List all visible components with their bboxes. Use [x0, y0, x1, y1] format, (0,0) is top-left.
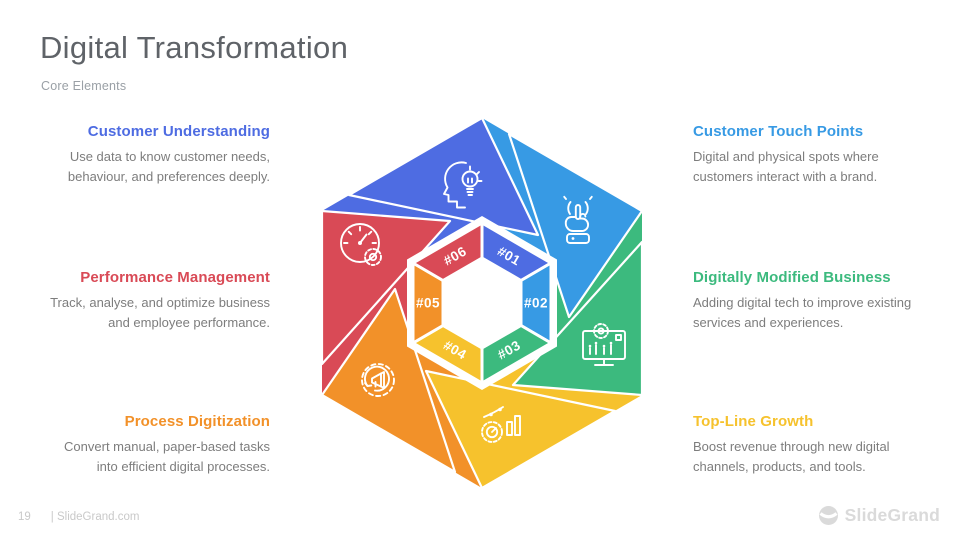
element-desc-line: services and experiences. [693, 314, 844, 330]
footer-site: | SlideGrand.com [50, 511, 140, 523]
head-idea-icon [443, 161, 483, 209]
page-number: 19 [18, 511, 31, 523]
element-desc-line: Adding digital tech to improve existing [693, 295, 912, 310]
element-title: Customer Understanding [87, 123, 270, 140]
element-title: Process Digitization [124, 413, 270, 430]
ring-label-02: #02 [524, 296, 548, 311]
element-desc-line: Digital and physical spots where [693, 149, 879, 164]
flap-digitally-modified-business [511, 240, 644, 397]
element-desc-line: into efficient digital processes. [96, 458, 270, 474]
element-desc-line: and employee performance. [108, 314, 270, 330]
flap-customer-understanding [347, 116, 540, 237]
element-block-performance-management: Performance Management Track, analyse, a… [30, 269, 270, 332]
element-desc-line: customers interact with a brand. [693, 168, 878, 184]
element-block-customer-understanding: Customer Understanding Use data to know … [30, 123, 270, 186]
brand-globe-icon [818, 506, 838, 525]
flap-customer-touch-points [507, 132, 644, 319]
element-title: Customer Touch Points [693, 123, 864, 140]
gear-megaphone-icon [361, 363, 395, 397]
ring-label-05: #05 [416, 296, 440, 311]
element-block-customer-touch-points: Customer Touch Points Digital and physic… [693, 123, 943, 186]
element-desc-line: behaviour, and preferences deeply. [67, 168, 270, 184]
growth-gauge-icon [481, 406, 521, 443]
element-block-digitally-modified-business: Digitally Modified Business Adding digit… [693, 269, 943, 332]
element-desc-line: Boost revenue through new digital [693, 439, 890, 454]
element-block-process-digitization: Process Digitization Convert manual, pap… [30, 413, 270, 476]
element-desc-line: Use data to know customer needs, [69, 149, 270, 164]
element-block-top-line-growth: Top-Line Growth Boost revenue through ne… [693, 413, 943, 476]
element-desc-line: channels, products, and tools. [693, 458, 866, 474]
ring-inner-hole [443, 258, 521, 348]
speedometer-icon [340, 223, 382, 266]
page-title: Digital Transformation [40, 30, 349, 65]
element-title: Top-Line Growth [693, 413, 814, 430]
element-title: Digitally Modified Business [693, 269, 891, 286]
element-title: Performance Management [80, 269, 270, 286]
element-desc-line: Track, analyse, and optimize business [50, 295, 270, 310]
monitor-gear-icon [582, 323, 626, 366]
element-desc-line: Convert manual, paper-based tasks [64, 439, 270, 454]
touch-gesture-icon [563, 195, 593, 244]
page-subtitle: Core Elements [41, 79, 127, 93]
brand-name: SlideGrand [844, 505, 940, 525]
footer: 19 | SlideGrand.com [18, 511, 139, 523]
brand-logo: SlideGrand [818, 505, 940, 526]
flap-performance-management [320, 209, 452, 366]
